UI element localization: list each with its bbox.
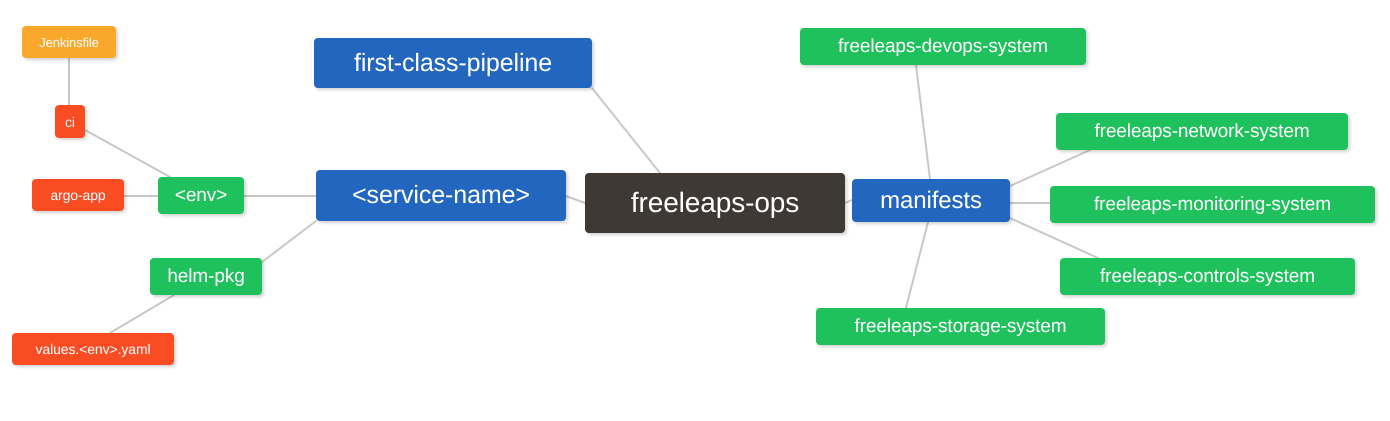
edge-manifests-to-network	[1009, 149, 1091, 187]
node-controls[interactable]: freeleaps-controls-system	[1060, 258, 1355, 295]
node-devops[interactable]: freeleaps-devops-system	[800, 28, 1086, 65]
node-svc[interactable]: <service-name>	[316, 170, 566, 221]
node-jenkins[interactable]: Jenkinsfile	[22, 26, 116, 58]
edge-helm-to-values	[109, 294, 175, 334]
node-network[interactable]: freeleaps-network-system	[1056, 113, 1348, 150]
node-helm[interactable]: helm-pkg	[150, 258, 262, 295]
node-values[interactable]: values.<env>.yaml	[12, 333, 174, 365]
node-manifests[interactable]: manifests	[852, 179, 1010, 222]
node-storage[interactable]: freeleaps-storage-system	[816, 308, 1105, 345]
edge-manifests-to-storage	[905, 221, 929, 309]
node-argo[interactable]: argo-app	[32, 179, 124, 211]
node-monitoring[interactable]: freeleaps-monitoring-system	[1050, 186, 1375, 223]
node-env[interactable]: <env>	[158, 177, 244, 214]
node-ci[interactable]: ci	[55, 105, 85, 138]
edge-env-to-ci	[84, 129, 171, 178]
node-root[interactable]: freeleaps-ops	[585, 173, 845, 233]
edge-root-to-svc	[565, 195, 586, 204]
edge-root-to-pipeline	[591, 87, 661, 174]
edge-manifests-to-controls	[1009, 217, 1099, 259]
edge-root-to-manifests	[844, 199, 853, 204]
edge-svc-to-helm	[261, 220, 317, 263]
node-pipeline[interactable]: first-class-pipeline	[314, 38, 592, 88]
edge-manifests-to-devops	[915, 64, 931, 180]
